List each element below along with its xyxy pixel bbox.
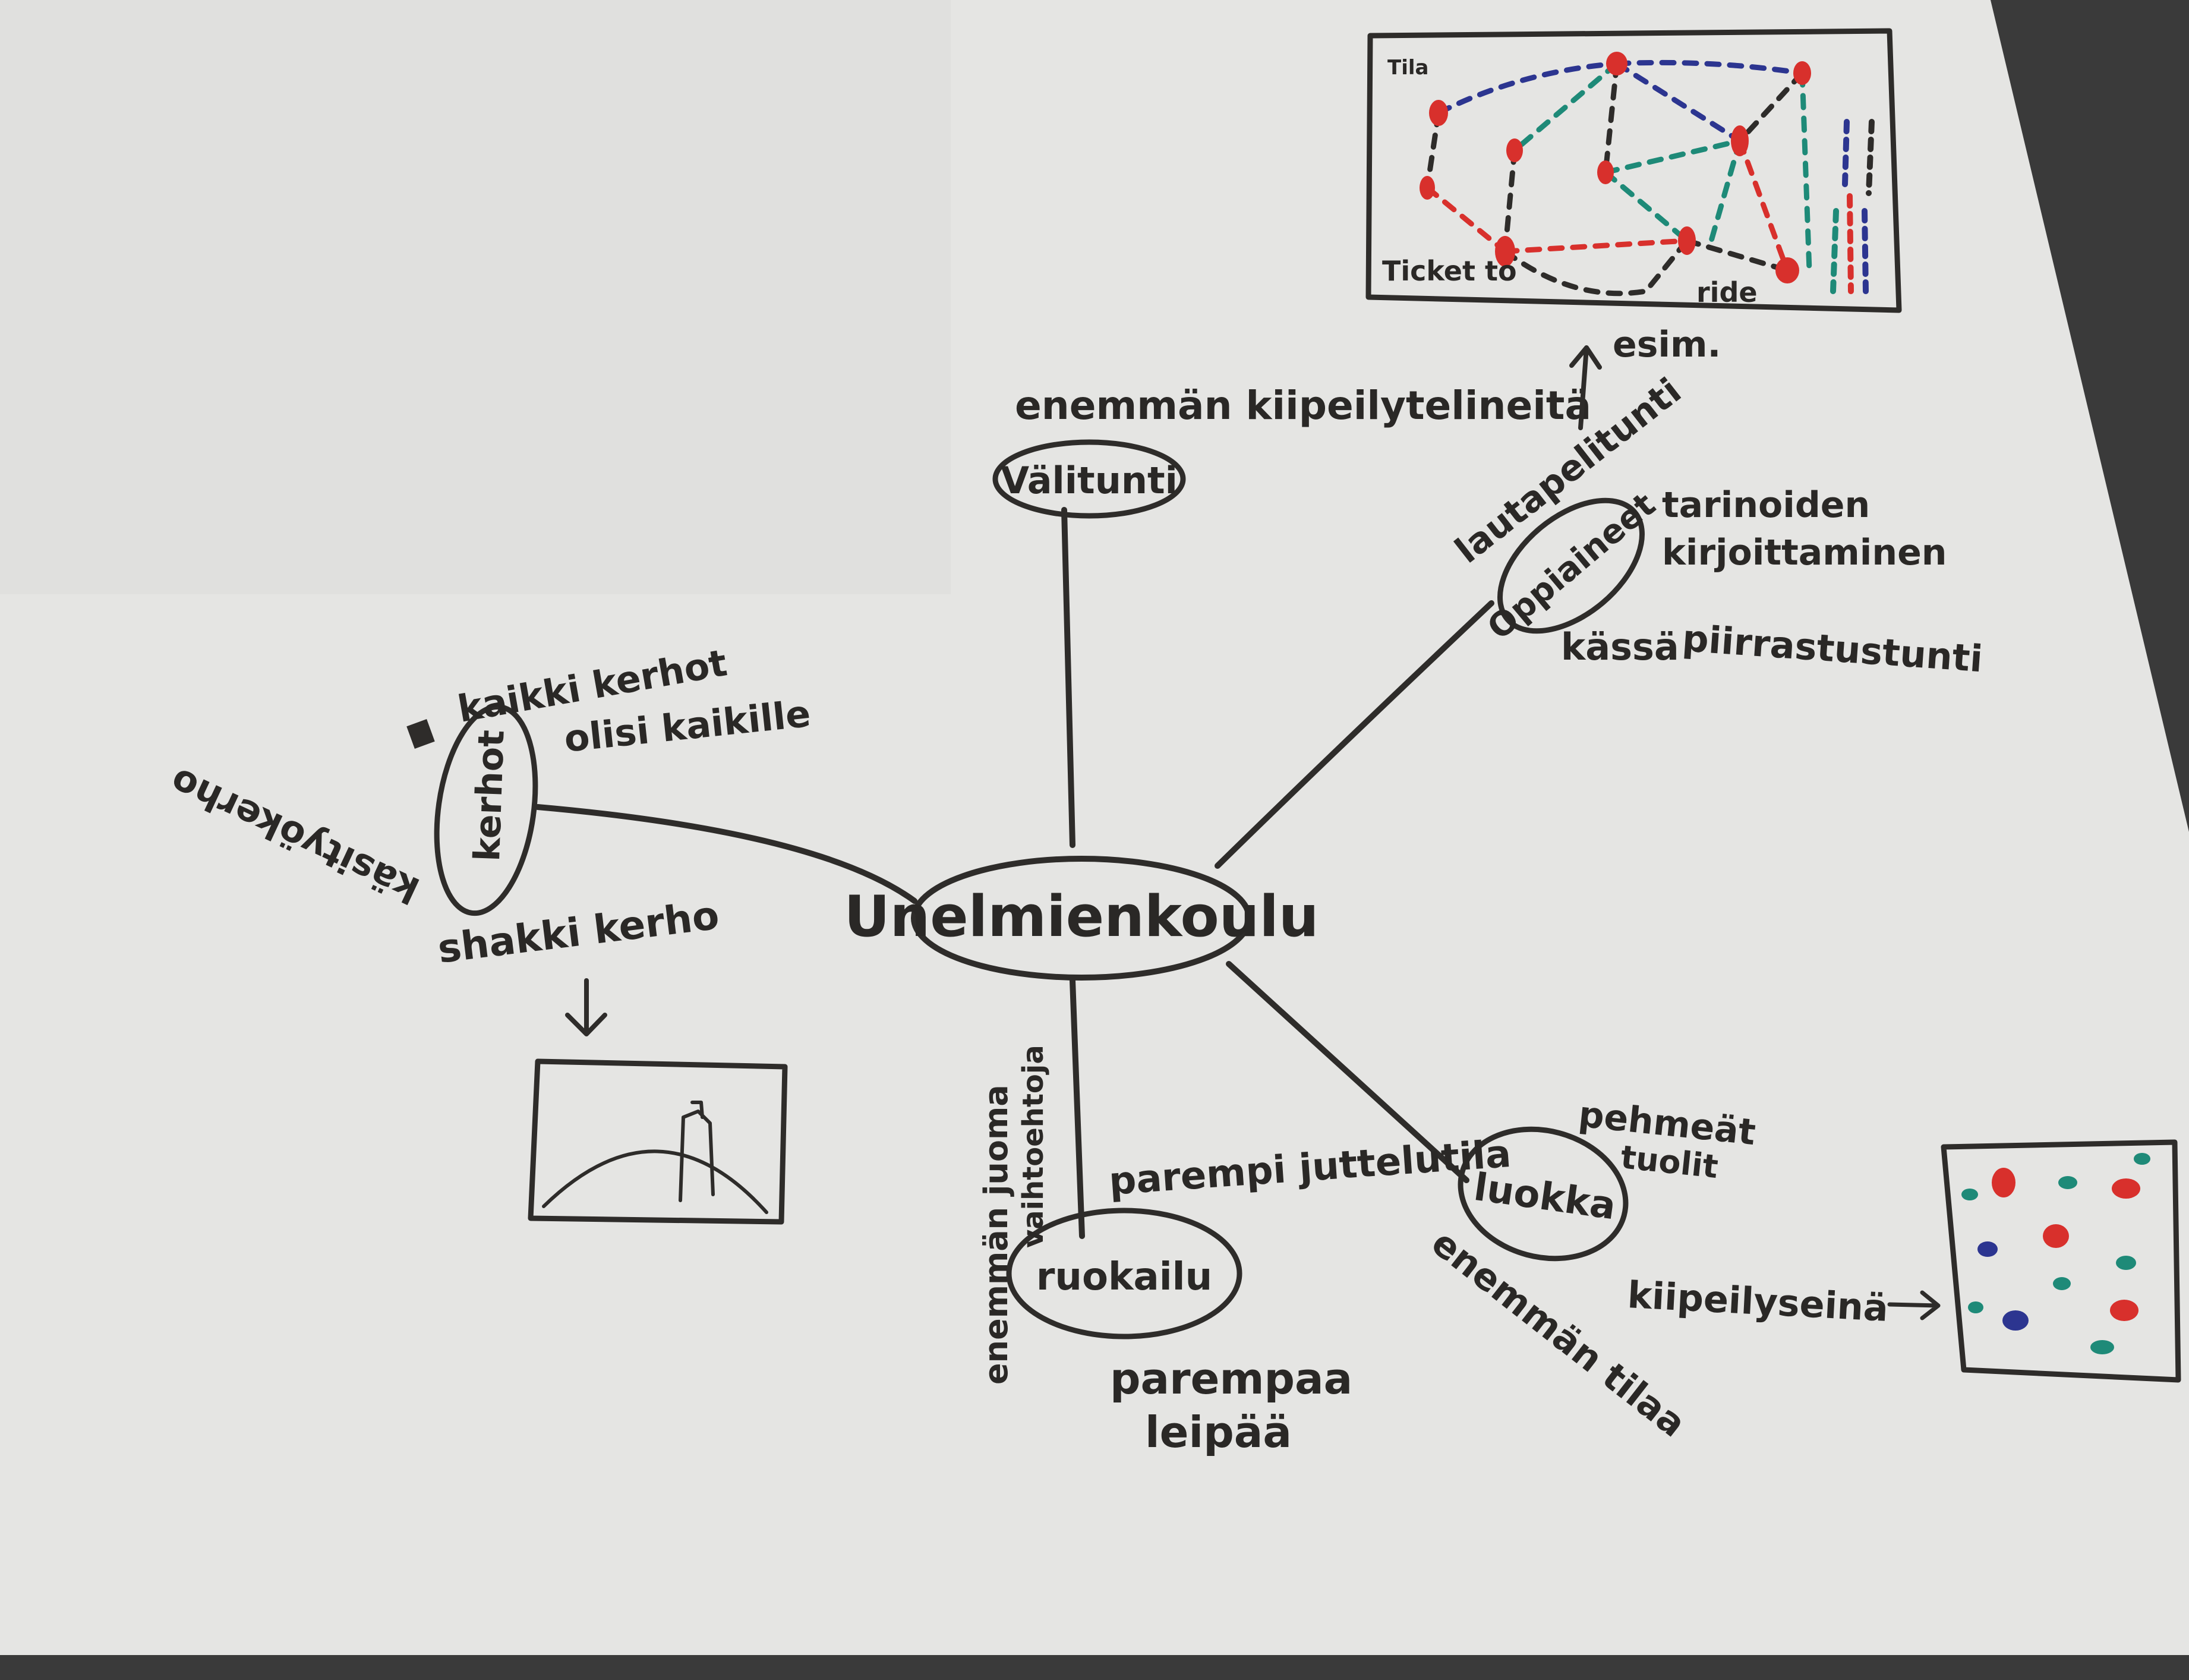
ticket-to-ride-sketch: Tila Ticket to ride bbox=[1365, 28, 1902, 313]
ticket-title-left: Ticket to bbox=[1382, 255, 1517, 287]
center-label: Unelmienkoulu bbox=[844, 884, 1319, 950]
note-tarinoiden: tarinoiden bbox=[1662, 484, 1870, 526]
note-kassa: kässä bbox=[1561, 625, 1679, 669]
oppiaineet-ellipse bbox=[1497, 497, 1645, 634]
note-esim: esim. bbox=[1613, 324, 1721, 365]
luokka-ellipse bbox=[1458, 1126, 1629, 1262]
note-parempaa: parempaa bbox=[1110, 1354, 1352, 1404]
valitunti-ellipse bbox=[992, 439, 1186, 519]
arrow-right-icon bbox=[1887, 1290, 1941, 1320]
ink-blot bbox=[406, 719, 435, 749]
ticket-title-right: ride bbox=[1696, 276, 1758, 308]
valitunti-label: Välitunti bbox=[1001, 459, 1178, 502]
line-oppiaineet bbox=[1215, 600, 1494, 869]
arrow-down-icon bbox=[565, 978, 607, 1036]
arrow-up-icon bbox=[1569, 345, 1602, 430]
kerhot-label: kerhot bbox=[466, 729, 513, 862]
branch-lines bbox=[535, 507, 1494, 1239]
ticket-to-ride-frame bbox=[1365, 28, 1902, 313]
center-ellipse bbox=[911, 856, 1252, 981]
line-ruokailu bbox=[1070, 978, 1085, 1239]
note-kirjoittaminen: kirjoittaminen bbox=[1662, 532, 1947, 573]
kerhot-ellipse bbox=[434, 704, 538, 916]
note-enemman-juoma: enemmän juoma bbox=[977, 1085, 1015, 1385]
note-vaihtoehtoja: vaihtoehtoja bbox=[1017, 1045, 1050, 1248]
carpet-floor bbox=[0, 1655, 2189, 1680]
ruokailu-label: ruokailu bbox=[1036, 1255, 1212, 1299]
note-leipaa: leipää bbox=[1145, 1407, 1292, 1457]
note-kiipeilytelineita: enemmän kiipeilytelineitä bbox=[1015, 383, 1591, 428]
ruokailu-ellipse bbox=[1006, 1208, 1242, 1339]
climbing-wall-sketch bbox=[1941, 1139, 2181, 1383]
line-kerhot bbox=[535, 804, 917, 904]
ticket-corner-label: Tila bbox=[1387, 56, 1428, 80]
shadow bbox=[0, 0, 951, 594]
line-luokka bbox=[1226, 961, 1469, 1183]
chess-sketch bbox=[528, 1058, 788, 1225]
line-valitunti bbox=[1061, 507, 1075, 848]
